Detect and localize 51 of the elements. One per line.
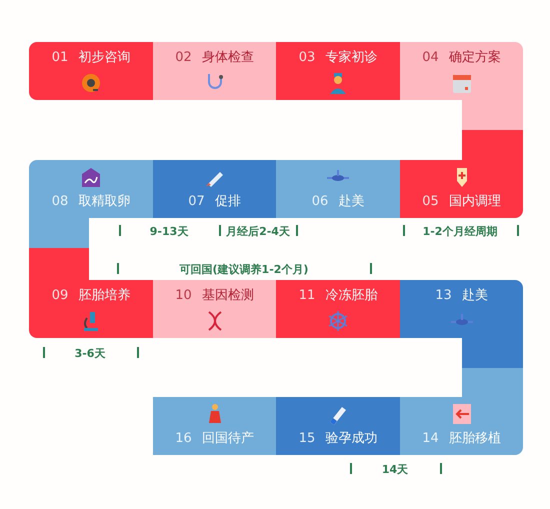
step-number: 05 bbox=[422, 194, 439, 209]
step-box bbox=[153, 280, 276, 338]
step-box bbox=[400, 397, 523, 455]
step-box bbox=[153, 42, 276, 100]
step-title: 回国待产 bbox=[202, 431, 254, 446]
step-box bbox=[153, 160, 276, 218]
step-number: 08 bbox=[52, 194, 68, 209]
step-number: 06 bbox=[312, 194, 328, 209]
step-title: 冷冻胚胎 bbox=[325, 288, 378, 303]
step-title: 专家初诊 bbox=[325, 50, 378, 65]
step-title: 确定方案 bbox=[448, 50, 501, 65]
step-number: 14 bbox=[422, 431, 439, 446]
step-number: 01 bbox=[52, 50, 68, 65]
step-box bbox=[29, 160, 153, 218]
step-box bbox=[276, 42, 400, 100]
step-box bbox=[29, 42, 153, 100]
step-title: 促排 bbox=[214, 194, 241, 209]
step-box bbox=[29, 280, 153, 338]
step-title: 取精取卵 bbox=[78, 194, 130, 209]
step-box bbox=[400, 280, 523, 338]
duration-label: 1-2个月经周期 bbox=[422, 224, 498, 239]
step-number: 04 bbox=[422, 50, 439, 65]
step-number: 16 bbox=[175, 431, 192, 446]
step-number: 11 bbox=[298, 288, 316, 303]
duration-label: 月经后2-4天 bbox=[226, 224, 290, 239]
step-title: 赴美 bbox=[338, 194, 364, 209]
step-number: 07 bbox=[188, 194, 205, 209]
step-title: 赴美 bbox=[462, 288, 488, 303]
step-number: 09 bbox=[52, 288, 68, 303]
step-title: 胚胎培养 bbox=[78, 288, 130, 303]
duration-label: 可回国(建议调养1-2个月) bbox=[180, 262, 308, 277]
step-box bbox=[276, 160, 400, 218]
step-title: 验孕成功 bbox=[325, 431, 378, 446]
step-number: 02 bbox=[175, 50, 192, 65]
step-title: 身体检查 bbox=[202, 50, 254, 65]
step-title: 初步咨询 bbox=[78, 50, 130, 65]
step-number: 13 bbox=[435, 288, 452, 303]
step-box bbox=[276, 397, 400, 455]
step-title: 胚胎移植 bbox=[448, 431, 501, 446]
step-box bbox=[400, 42, 523, 100]
step-number: 15 bbox=[298, 431, 316, 446]
duration-label: 9-13天 bbox=[150, 224, 188, 239]
step-title: 国内调理 bbox=[448, 194, 501, 209]
step-title: 基因检测 bbox=[202, 288, 254, 303]
step-box bbox=[400, 160, 523, 218]
step-number: 10 bbox=[175, 288, 192, 303]
step-box bbox=[276, 280, 400, 338]
duration-label: 14天 bbox=[382, 462, 408, 477]
duration-label: 3-6天 bbox=[74, 346, 106, 361]
step-number: 03 bbox=[298, 50, 316, 65]
step-box bbox=[153, 397, 276, 455]
